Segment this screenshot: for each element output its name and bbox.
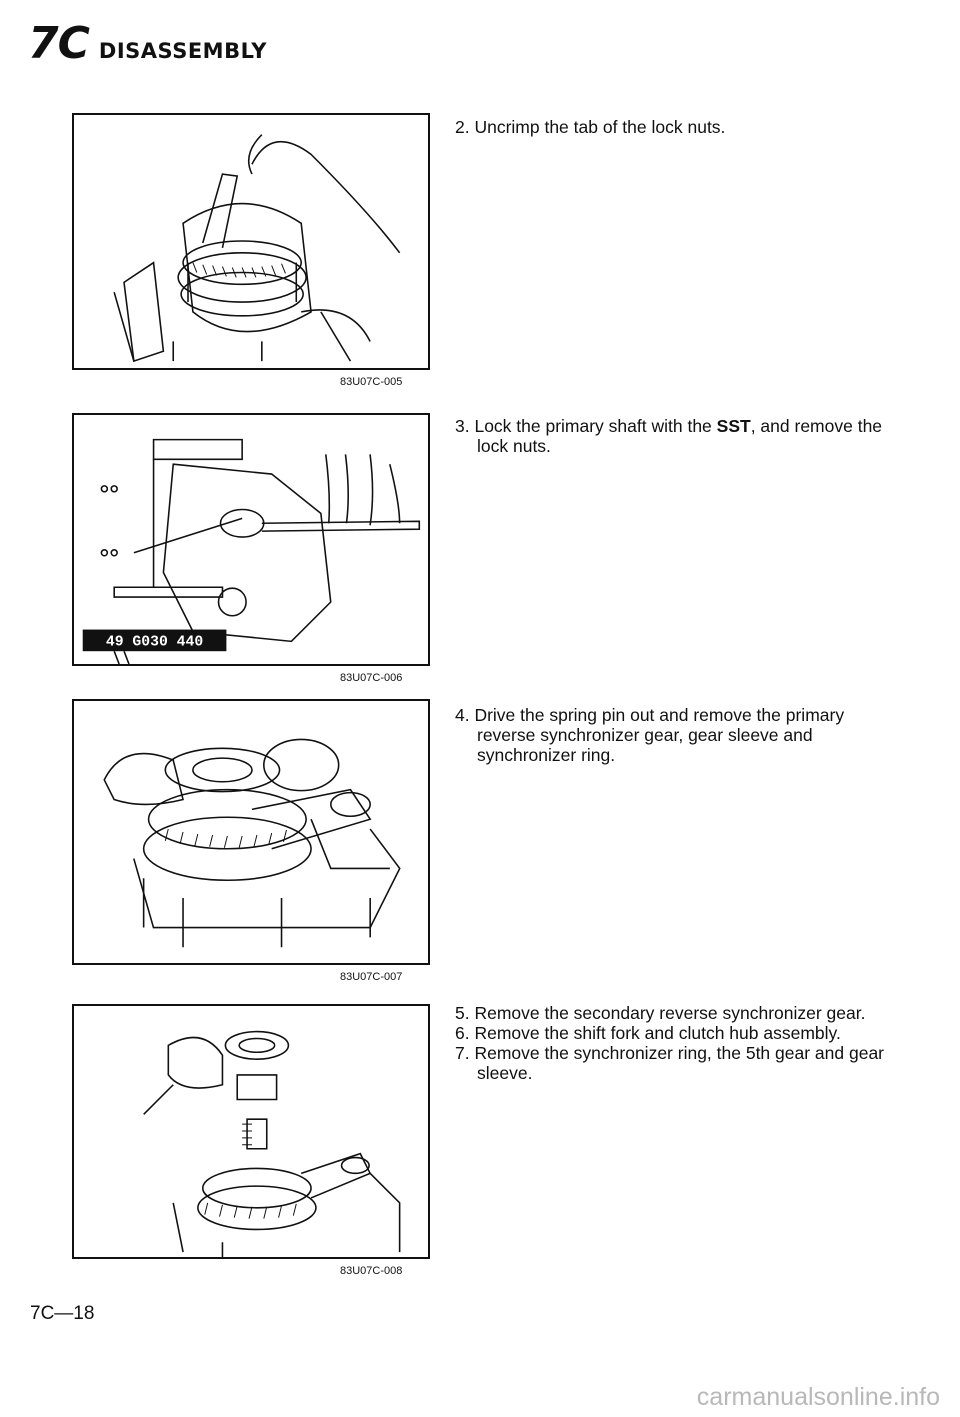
step-5-text: 5. Remove the secondary reverse synchron… [455,1003,866,1023]
step-6-text: 6. Remove the shift fork and clutch hub … [455,1023,841,1043]
steps-5-7: 5. Remove the secondary reverse synchron… [455,1003,895,1083]
step-4-text: 4. Drive the spring pin out and remove t… [455,705,845,765]
sst-label: SST [716,416,751,436]
step-3: 3. Lock the primary shaft with the SST, … [455,416,895,456]
section-number: 7C [28,18,90,69]
step-3-prefix: 3. Lock the primary shaft with the [455,416,717,436]
page-header: 7C DISASSEMBLY [28,18,267,69]
figure-code: 83U07C-007 [340,971,403,983]
figure-lock-primary-shaft: 49 G030 440 [72,413,430,666]
figure-secondary-reverse-gear [72,1004,430,1259]
step-4: 4. Drive the spring pin out and remove t… [455,705,895,765]
step-3-text: 3. Lock the primary shaft with the SST, … [455,416,895,456]
step-7-text: 7. Remove the synchronizer ring, the 5th… [455,1043,884,1083]
watermark: carmanualsonline.info [696,1383,940,1411]
uncrimp-illustration [113,134,401,363]
step-3-suffix: , and remove the lock nuts. [477,416,883,456]
figure-code: 83U07C-008 [340,1265,403,1277]
primary-gear-illustration [103,738,401,948]
secondary-gear-illustration [143,1030,401,1257]
figure-primary-reverse-gear [72,699,430,965]
section-title: DISASSEMBLY [98,39,267,63]
sst-tag-bg [82,629,227,652]
figure-code: 83U07C-005 [340,376,403,388]
sst-tag-label: 49 G030 440 [106,634,203,650]
lock-shaft-illustration: 49 G030 440 [82,438,421,664]
step-2-text: 2. Uncrimp the tab of the lock nuts. [455,117,726,137]
step-2: 2. Uncrimp the tab of the lock nuts. [455,117,895,137]
figure-uncrimp-lock-nut [72,113,430,370]
page-number: 7C—18 [30,1303,95,1324]
figure-code: 83U07C-006 [340,672,403,684]
